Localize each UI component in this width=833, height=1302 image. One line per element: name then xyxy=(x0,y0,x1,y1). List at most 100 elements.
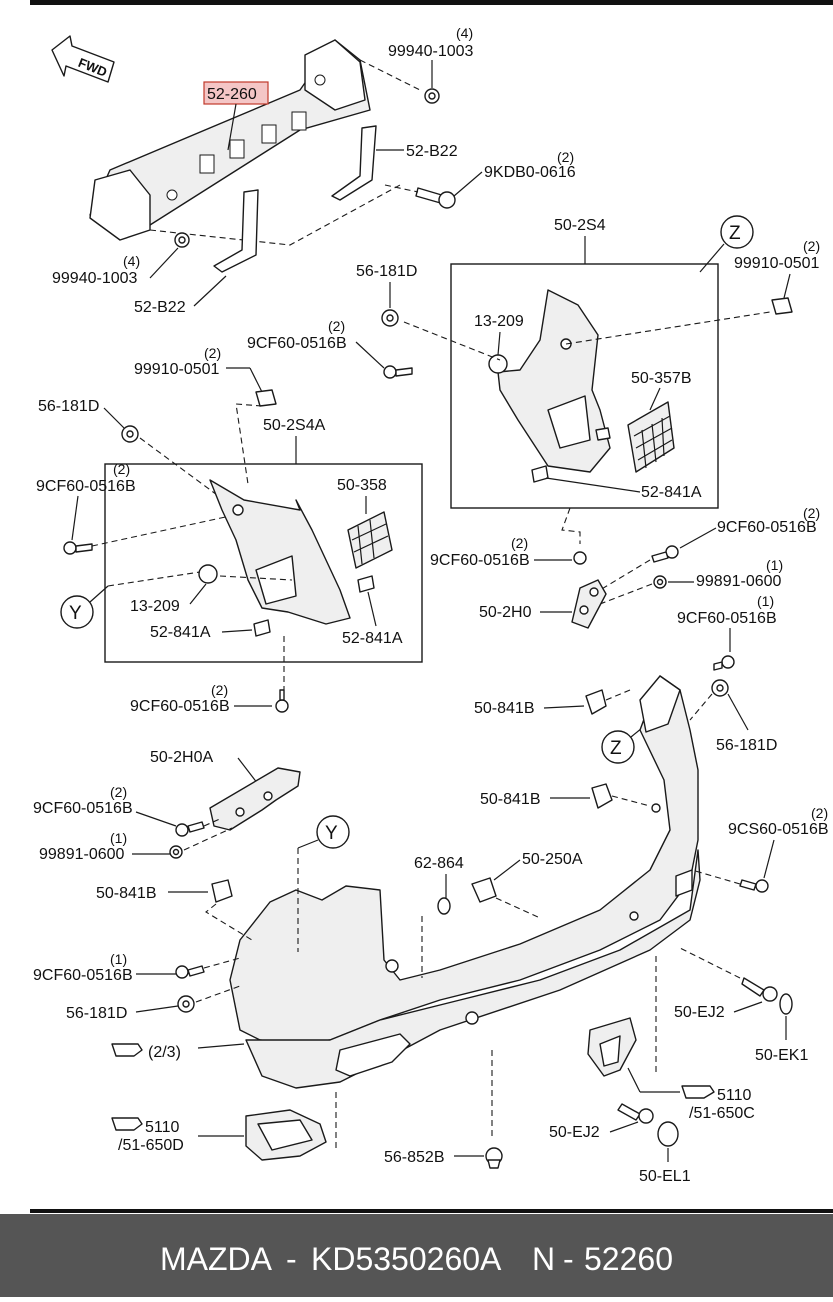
footer-n-value: 52260 xyxy=(584,1241,673,1277)
callout-9cs60-0516b: 9CS60-0516B xyxy=(728,821,829,838)
callout-50-2h0: 50-2H0 xyxy=(479,604,532,621)
callout-51-650d: /51-650D xyxy=(118,1137,184,1154)
screw-9cf60-a xyxy=(383,365,413,379)
callout-56-181d-d: 56-181D xyxy=(66,1005,127,1022)
qty-c2: (4) xyxy=(456,25,473,41)
callout-99910-0501-right: 99910-0501 xyxy=(734,255,820,272)
footer-n-label: N xyxy=(532,1241,555,1277)
fwd-arrow: FWD xyxy=(51,35,115,83)
grommet-56-181d-a xyxy=(381,309,399,327)
callout-62-864: 62-864 xyxy=(414,855,464,872)
bracket-50-2h0a xyxy=(209,767,301,831)
qty-c23: (2) xyxy=(511,535,528,551)
marker-z-mid: Z xyxy=(601,727,643,764)
grommet-56-181d-b xyxy=(121,425,139,443)
qty-c5: (4) xyxy=(123,253,140,269)
callout-50-ej2-b: 50-EJ2 xyxy=(549,1124,600,1141)
footer-sep2: - xyxy=(563,1241,574,1277)
cap-50-el1 xyxy=(657,1121,679,1147)
clip-99910-left xyxy=(255,389,277,407)
callout-5110-right: 5110 xyxy=(717,1087,752,1104)
callout-9kdb0-0616: 9KDB0-0616 xyxy=(484,164,576,181)
clip-52-841a-box1 xyxy=(531,427,611,483)
screw-9cf60-e xyxy=(651,545,679,563)
callout-9cf60-0516b-d: 9CF60-0516B xyxy=(430,552,530,569)
clip-99910-right xyxy=(771,297,793,315)
qty-c32: (1) xyxy=(110,830,127,846)
screw-9cf60-g xyxy=(175,821,205,837)
clip-13-209-a xyxy=(488,354,508,374)
callout-51-650c: /51-650C xyxy=(689,1105,755,1122)
hand-pointer-icon-left xyxy=(111,1117,143,1131)
cap-50-ek1 xyxy=(779,993,793,1015)
clip-56-852b xyxy=(485,1147,503,1169)
bumper-cover xyxy=(229,675,701,1089)
callout-13-209-a: 13-209 xyxy=(474,313,524,330)
qty-c24: (1) xyxy=(766,557,783,573)
callout-50-841b-c: 50-841B xyxy=(96,885,157,902)
callout-5110-left: 5110 xyxy=(145,1119,180,1136)
svg-text:Y: Y xyxy=(69,603,82,624)
svg-text:Y: Y xyxy=(325,823,338,844)
marker-z-top: Z xyxy=(699,215,754,273)
qty-c16: (2) xyxy=(113,461,130,477)
callout-52-260: 52-260 xyxy=(207,86,257,103)
panel-50-358 xyxy=(347,511,393,569)
callout-9cf60-0516b-e: 9CF60-0516B xyxy=(717,519,817,536)
bracket-50-2s4a xyxy=(209,479,351,625)
callout-9cf60-0516b-c: 9CF60-0516B xyxy=(130,698,230,715)
callout-52-841a-b: 52-841A xyxy=(150,624,211,641)
nut-99940-top xyxy=(424,88,440,104)
callout-56-181d-b: 56-181D xyxy=(38,398,99,415)
clip-13-209-b xyxy=(198,564,218,584)
screw-9cf60-b xyxy=(63,541,93,555)
washer-99891-b xyxy=(169,845,183,859)
callout-9cf60-0516b-g: 9CF60-0516B xyxy=(33,800,133,817)
callout-9cf60-0516b-h: 9CF60-0516B xyxy=(33,967,133,984)
callout-9cf60-0516b-f: 9CF60-0516B xyxy=(677,610,777,627)
washer-99891-a xyxy=(653,575,667,589)
callout-99940-1003-top: 99940-1003 xyxy=(388,43,474,60)
marker-y-left: Y xyxy=(60,585,109,629)
callout-13-209-b: 13-209 xyxy=(130,598,180,615)
screw-9cf60-f xyxy=(713,655,735,671)
bottom-border xyxy=(30,1209,833,1213)
svg-text:Z: Z xyxy=(729,223,741,244)
bolt-50-ej2-a xyxy=(741,977,778,1002)
bracket-50-2h0 xyxy=(571,579,607,629)
callout-2-3-ref: (2/3) xyxy=(148,1044,181,1061)
callout-50-841b-b: 50-841B xyxy=(480,791,541,808)
plug-62-864 xyxy=(437,897,451,915)
footer-part-number: KD5350260A xyxy=(311,1241,502,1277)
callout-56-852b: 56-852B xyxy=(384,1149,445,1166)
clip-52-841a-b xyxy=(253,619,271,637)
callout-9cf60-0516b-a: 9CF60-0516B xyxy=(247,335,347,352)
clip-50-841b-a xyxy=(585,689,607,715)
callout-56-181d-c: 56-181D xyxy=(716,737,777,754)
callout-50-2s4: 50-2S4 xyxy=(554,217,606,234)
qty-c38: (1) xyxy=(110,951,127,967)
grommet-56-181d-c xyxy=(711,679,729,697)
callout-9cf60-0516b-b: 9CF60-0516B xyxy=(36,478,136,495)
clip-50-841b-b xyxy=(591,783,613,809)
screw-9cf60-h xyxy=(175,965,205,979)
box-50-2s4a xyxy=(104,463,423,663)
callout-52-841a-box1: 52-841A xyxy=(641,484,702,501)
qty-c26-top: (2) xyxy=(803,505,820,521)
callout-50-2h0a: 50-2H0A xyxy=(150,749,213,766)
qty-c4: (2) xyxy=(557,149,574,165)
callout-99910-0501-left: 99910-0501 xyxy=(134,361,220,378)
callout-52-b22-right: 52-B22 xyxy=(406,143,458,160)
qty-c31: (2) xyxy=(110,784,127,800)
nut-99940-left xyxy=(174,232,190,248)
svg-text:Z: Z xyxy=(610,738,622,759)
callout-50-841b-a: 50-841B xyxy=(474,700,535,717)
callout-50-250a: 50-250A xyxy=(522,851,583,868)
screw-9cs60 xyxy=(739,879,769,893)
top-border xyxy=(30,0,833,5)
panel-50-357b xyxy=(627,401,675,473)
hand-pointer-icon-right xyxy=(681,1085,715,1099)
bracket-50-2s4 xyxy=(497,289,611,473)
screw-9cf60-c xyxy=(275,689,289,713)
